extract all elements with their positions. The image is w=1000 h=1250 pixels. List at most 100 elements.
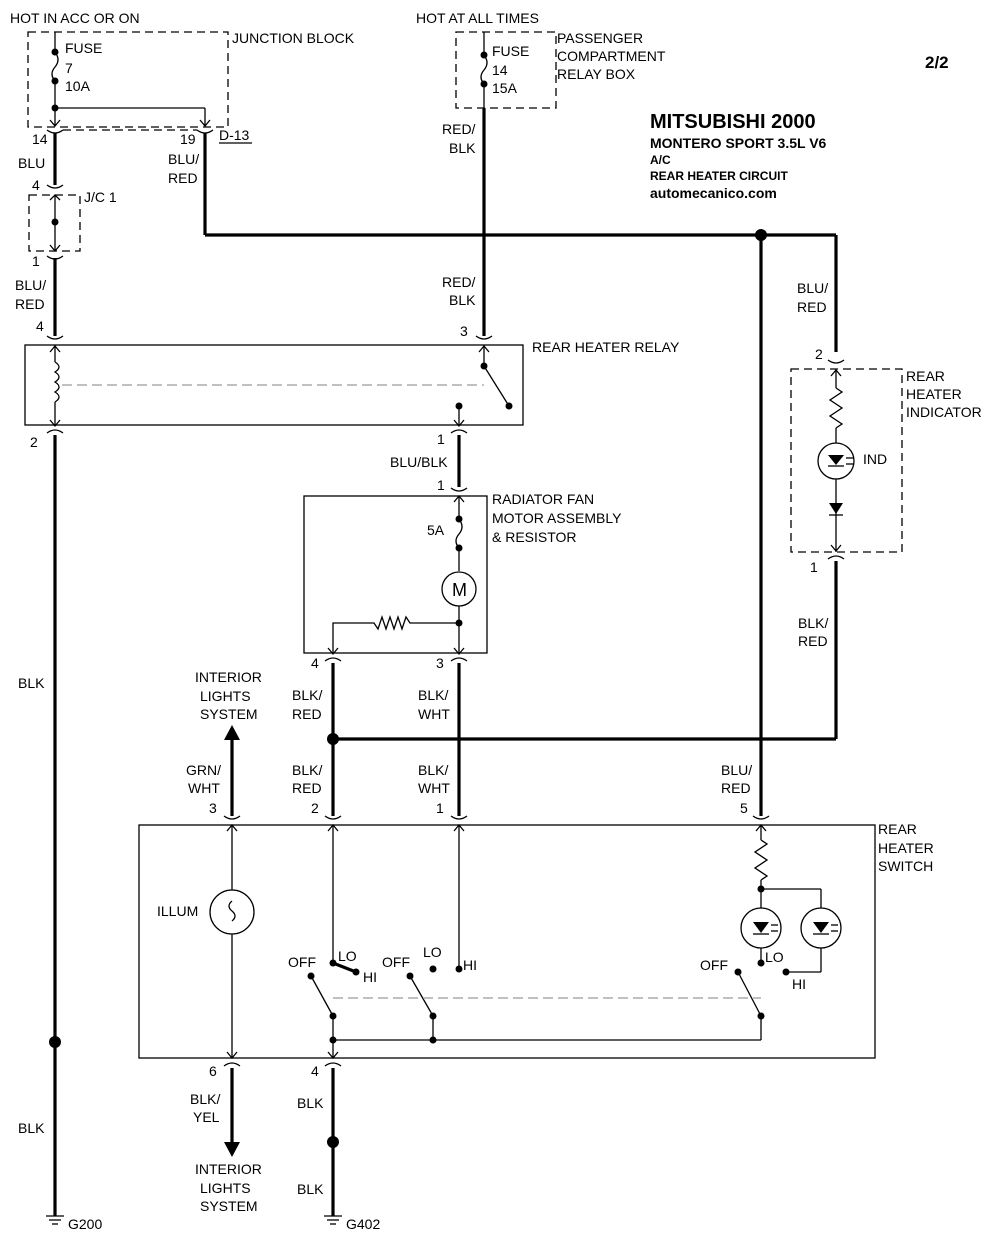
jb-fuse-rating: 10A bbox=[65, 78, 91, 94]
relay-pin-1: 1 bbox=[437, 431, 445, 447]
wire-grn-wht-b: WHT bbox=[188, 780, 220, 796]
jc1-label: J/C 1 bbox=[84, 189, 117, 205]
fan-pin-4: 4 bbox=[311, 655, 319, 671]
rb-fuse-word: FUSE bbox=[492, 43, 529, 59]
sw3-hi: HI bbox=[792, 976, 806, 992]
wire-blu-red-3b: RED bbox=[797, 299, 827, 315]
wire-red-blk-2b: BLK bbox=[449, 292, 476, 308]
rear-heater-switch: REAR HEATER SWITCH ILLUM OFF LO HI OFF L… bbox=[138, 821, 934, 1060]
jb-pin-19: 19 bbox=[180, 131, 196, 147]
junction-block: JUNCTION BLOCK FUSE 7 10A bbox=[27, 30, 355, 128]
fan-resistor-icon bbox=[332, 614, 459, 653]
ground-g402-icon bbox=[324, 1215, 342, 1225]
switch-pin-4: 4 bbox=[311, 1063, 319, 1079]
switch-label-1: REAR bbox=[878, 821, 917, 837]
wire-blk-g200-a: BLK bbox=[18, 675, 45, 691]
power-acc-label: HOT IN ACC OR ON bbox=[10, 10, 140, 26]
junction-connector-jc1: J/C 1 bbox=[28, 189, 117, 253]
relay-pin-4: 4 bbox=[36, 318, 44, 334]
switch-label-2: HEATER bbox=[878, 840, 934, 856]
wire-blk-wht-1b: WHT bbox=[418, 706, 450, 722]
jc1-pin-1: 1 bbox=[32, 253, 40, 269]
wire-grn-wht-a: GRN/ bbox=[186, 762, 221, 778]
fan-fuse-rating: 5A bbox=[427, 522, 445, 538]
interior-lights-top-1: INTERIOR bbox=[195, 669, 262, 685]
jb-fuse-word: FUSE bbox=[65, 40, 102, 56]
arrow-down-icon bbox=[224, 1142, 240, 1157]
indicator-label-1: REAR bbox=[906, 368, 945, 384]
wire-blu-red-4b: RED bbox=[721, 780, 751, 796]
connector-d13-label: D-13 bbox=[219, 127, 250, 143]
arrow-up-icon bbox=[224, 725, 240, 740]
switch-resistor-icon bbox=[753, 839, 769, 881]
rear-heater-relay: REAR HEATER RELAY bbox=[24, 339, 680, 428]
sw1-off: OFF bbox=[288, 954, 316, 970]
wire-blu-red-3a: BLU/ bbox=[797, 280, 828, 296]
sw3-lo: LO bbox=[765, 949, 784, 965]
sw2-hi: HI bbox=[463, 957, 477, 973]
wire-blk-red-2b: RED bbox=[292, 780, 322, 796]
sw1-hi: HI bbox=[363, 969, 377, 985]
ground-g200-icon bbox=[46, 1215, 64, 1225]
wire-blk-g200-b: BLK bbox=[18, 1120, 45, 1136]
jc1-pin-4: 4 bbox=[32, 177, 40, 193]
indicator-pin-1: 1 bbox=[810, 559, 818, 575]
diagram-system: A/C bbox=[650, 153, 671, 167]
wire-blu-red-2b: RED bbox=[168, 170, 198, 186]
fan-label-3: & RESISTOR bbox=[492, 529, 577, 545]
diagram-make-year: MITSUBISHI 2000 bbox=[650, 111, 816, 133]
jb-fuse-number: 7 bbox=[65, 60, 73, 76]
interior-lights-top-3: SYSTEM bbox=[200, 706, 258, 722]
interior-lights-top-2: LIGHTS bbox=[200, 688, 251, 704]
ground-g402-label: G402 bbox=[346, 1216, 380, 1232]
indicator-resistor-icon bbox=[828, 387, 844, 429]
interior-lights-bottom-2: LIGHTS bbox=[200, 1180, 251, 1196]
indicator-lamp-label: IND bbox=[863, 451, 887, 467]
indicator-label-2: HEATER bbox=[906, 386, 962, 402]
passenger-compartment-relay-box: PASSENGER COMPARTMENT RELAY BOX FUSE 14 … bbox=[455, 30, 666, 109]
wire-red-blk-2a: RED/ bbox=[442, 274, 476, 290]
illum-bulb-icon bbox=[209, 889, 255, 935]
diagram-circuit-name: REAR HEATER CIRCUIT bbox=[650, 169, 788, 183]
switch-pin-6: 6 bbox=[209, 1063, 217, 1079]
ground-g200-label: G200 bbox=[68, 1216, 102, 1232]
wire-blk-g402-a: BLK bbox=[297, 1095, 324, 1111]
switch-pin-3: 3 bbox=[209, 800, 217, 816]
wire-blk-red-3a: BLK/ bbox=[798, 615, 828, 631]
rb-fuse-number: 14 bbox=[492, 62, 508, 78]
sw2-lo: LO bbox=[423, 944, 442, 960]
relay-box-label-3: RELAY BOX bbox=[557, 66, 636, 82]
website-label: automecanico.com bbox=[650, 185, 777, 201]
wire-blk-yel-b: YEL bbox=[193, 1109, 220, 1125]
sw1-lo: LO bbox=[338, 948, 357, 964]
wire-blk-wht-2a: BLK/ bbox=[418, 762, 448, 778]
relay-pin-2: 2 bbox=[30, 434, 38, 450]
wire-blk-red-3b: RED bbox=[798, 633, 828, 649]
switch-pin-5: 5 bbox=[740, 800, 748, 816]
relay-label: REAR HEATER RELAY bbox=[532, 339, 680, 355]
radiator-fan-motor-assembly: RADIATOR FAN MOTOR ASSEMBLY & RESISTOR 5… bbox=[303, 491, 622, 656]
wire-red-blk-1b: BLK bbox=[449, 140, 476, 156]
wire-blu-red-2a: BLU/ bbox=[168, 151, 199, 167]
wire-blu-red-1b: RED bbox=[15, 296, 45, 312]
wire-blu-blk-label: BLU/BLK bbox=[390, 454, 448, 470]
wire-blk-yel-a: BLK/ bbox=[190, 1091, 220, 1107]
wire-blk-wht-2b: WHT bbox=[418, 780, 450, 796]
indicator-diode-icon bbox=[829, 503, 843, 514]
fan-pin-3: 3 bbox=[436, 655, 444, 671]
switch-label-3: SWITCH bbox=[878, 858, 933, 874]
interior-lights-bottom-3: SYSTEM bbox=[200, 1198, 258, 1214]
wire-blk-red-1a: BLK/ bbox=[292, 687, 322, 703]
interior-lights-bottom-1: INTERIOR bbox=[195, 1161, 262, 1177]
wire-blu-red-4a: BLU/ bbox=[721, 762, 752, 778]
sw3-off: OFF bbox=[700, 957, 728, 973]
indicator-pin-2: 2 bbox=[815, 346, 823, 362]
rb-fuse-rating: 15A bbox=[492, 80, 518, 96]
diagram-model: MONTERO SPORT 3.5L V6 bbox=[650, 135, 827, 151]
relay-box-label-1: PASSENGER bbox=[557, 30, 643, 46]
fan-label-1: RADIATOR FAN bbox=[492, 491, 594, 507]
relay-pin-3: 3 bbox=[460, 323, 468, 339]
page-number: 2/2 bbox=[925, 53, 949, 72]
switch-pin-2: 2 bbox=[311, 800, 319, 816]
